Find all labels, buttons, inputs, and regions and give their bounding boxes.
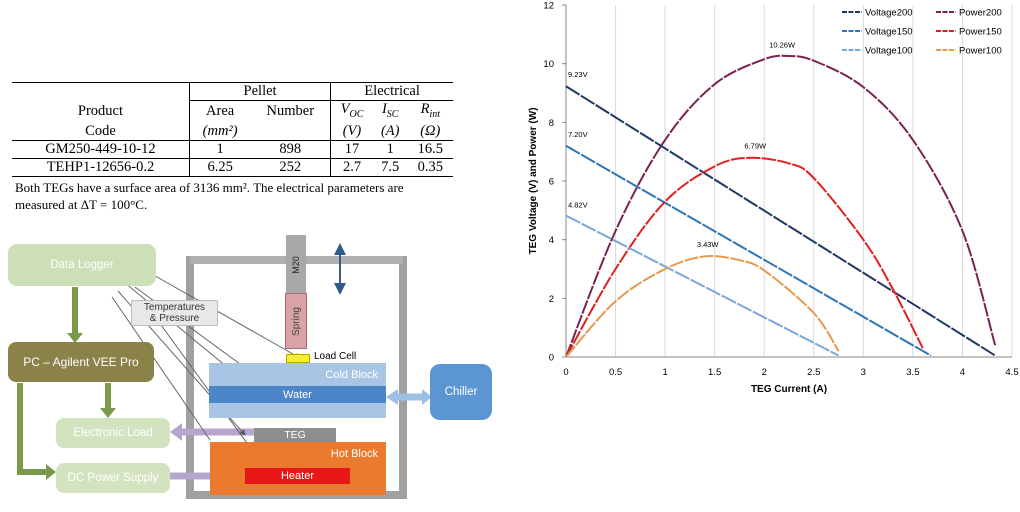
col-rint-unit: (Ω) <box>420 122 441 139</box>
data-label: 4.82V <box>568 200 588 209</box>
col-isc-header: ISC <box>381 101 399 120</box>
x-tick-label: 2.5 <box>807 367 820 378</box>
chart-grid <box>565 5 1013 358</box>
y-tick-label: 12 <box>543 1 554 12</box>
x-tick-label: 3.5 <box>906 367 919 378</box>
x-axis-label: TEG Current (A) <box>751 384 827 395</box>
x-tick-label: 1 <box>662 367 667 378</box>
legend-entry: Power150 <box>959 27 1002 38</box>
x-tick-label: 0.5 <box>609 367 622 378</box>
col-voc-unit: (V) <box>342 122 362 139</box>
data-label: 3.43W <box>697 240 720 249</box>
x-tick-label: 4.5 <box>1005 367 1018 378</box>
col-number-header: Number <box>250 100 332 123</box>
teg-spec-table: Pellet Electrical Product Area Number VO… <box>12 82 453 177</box>
legend-entry: Voltage150 <box>865 27 913 38</box>
y-axis-label: TEG Voltage (V) and Power (W) <box>528 107 539 254</box>
spring <box>285 293 307 349</box>
water-channel: Water <box>209 386 386 403</box>
col-voc-header: VOC <box>340 101 364 120</box>
data-logger-box: Data Logger <box>8 244 156 286</box>
col-product-header: Product <box>12 100 190 123</box>
x-tick-label: 4 <box>960 367 965 378</box>
m20-bolt <box>286 235 306 293</box>
y-tick-label: 6 <box>549 177 554 188</box>
chart-annotations: 9.23V 7.20V 4.82V 10.26W 6.79W 3.43W <box>568 41 796 249</box>
electrical-group-header: Electrical <box>330 82 453 101</box>
col-area-unit: (mm²) <box>202 122 238 139</box>
series-Power200 <box>565 54 997 358</box>
spring-label: Spring <box>290 306 302 336</box>
dc-power-supply-box: DC Power Supply <box>56 463 170 493</box>
teg-iv-chart: 0 0.5 1 1.5 2 2.5 3 3.5 4 4.5 0 2 4 6 8 10 12 9.23V 7.20V… <box>528 1 1019 396</box>
temperatures-pressure-label: Temperatures& Pressure <box>131 300 218 326</box>
x-tick-label: 3 <box>861 367 866 378</box>
data-label: 10.26W <box>769 41 796 50</box>
legend-entry: Power200 <box>959 8 1002 19</box>
hot-block: Hot Block <box>210 442 386 495</box>
m20-label: M20 <box>290 256 301 274</box>
load-cell-label: Load Cell <box>314 351 357 362</box>
col-area-header: Area <box>206 103 235 120</box>
legend-entry: Voltage200 <box>865 8 913 19</box>
series-Voltage150 <box>565 144 932 357</box>
chiller-box: Chiller <box>430 364 492 420</box>
col-rint-header: Rint <box>420 101 440 120</box>
chart-series <box>565 54 997 358</box>
chart-ticks: 0 0.5 1 1.5 2 2.5 3 3.5 4 4.5 0 2 4 6 8 10 12 <box>543 1 1018 379</box>
data-label: 7.20V <box>568 130 588 139</box>
load-cell <box>286 354 310 363</box>
table-row: TEHP1-12656-0.2 6.25 252 2.7 7.5 0.35 <box>12 157 453 177</box>
x-tick-label: 2 <box>762 367 767 378</box>
pellet-group-header: Pellet <box>189 82 332 101</box>
y-tick-label: 8 <box>549 118 554 129</box>
x-tick-label: 0 <box>563 367 568 378</box>
heater: Heater <box>245 468 350 484</box>
legend-entry: Power100 <box>959 46 1002 57</box>
series-Voltage200 <box>565 85 996 357</box>
table-row: GM250-449-10-12 1 898 17 1 16.5 <box>12 139 453 159</box>
data-label: 9.23V <box>568 70 588 79</box>
electronic-load-box: Electronic Load <box>56 418 170 448</box>
y-tick-label: 10 <box>543 59 554 70</box>
table-caption: Both TEGs have a surface area of 3136 mm… <box>15 180 404 212</box>
teg-module: TEG <box>254 428 336 442</box>
y-tick-label: 2 <box>549 294 554 305</box>
series-Power150 <box>565 156 924 358</box>
pc-box: PC – Agilent VEE Pro <box>8 342 154 382</box>
y-tick-label: 4 <box>549 235 554 246</box>
series-Power100 <box>565 255 840 358</box>
col-product-header-2: Code <box>12 122 190 141</box>
series-Voltage100 <box>565 214 840 357</box>
data-label: 6.79W <box>744 142 767 151</box>
legend-entry: Voltage100 <box>865 46 913 57</box>
y-tick-label: 0 <box>549 353 554 364</box>
col-isc-unit: (A) <box>380 122 400 139</box>
x-tick-label: 1.5 <box>708 367 721 378</box>
